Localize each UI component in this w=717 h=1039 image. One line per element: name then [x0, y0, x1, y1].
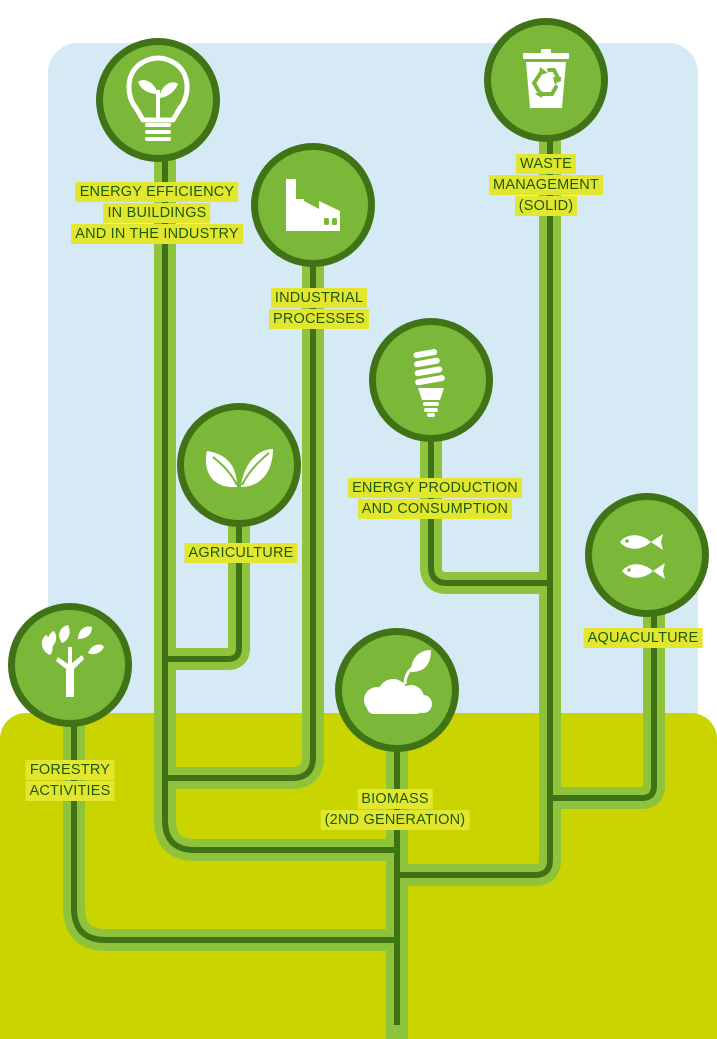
recycle-bin-icon [523, 49, 569, 108]
industrial-processes-label: INDUSTRIAL PROCESSES [268, 288, 370, 330]
industrial-processes-label-line: PROCESSES [268, 309, 370, 329]
waste-management-label-line: WASTE [515, 154, 577, 174]
agriculture-node [177, 403, 301, 527]
industrial-processes-node [251, 143, 375, 267]
waste-management-label-line: MANAGEMENT [489, 175, 603, 195]
aquaculture-label-line: AQUACULTURE [583, 628, 703, 648]
fish-icon [620, 534, 665, 579]
biomass-label-line: (2ND GENERATION) [320, 810, 470, 830]
forestry-activities-label: FORESTRY ACTIVITIES [25, 760, 115, 802]
biomass-cloud-icon [364, 650, 432, 714]
energy-production-label: ENERGY PRODUCTION AND CONSUMPTION [348, 478, 522, 520]
cfl-bulb-icon [413, 349, 445, 417]
energy-efficiency-label-line: ENERGY EFFICIENCY [75, 182, 239, 202]
aquaculture-label: AQUACULTURE [583, 628, 703, 649]
branch-pipes-inner [71, 105, 657, 1025]
tree-icon [41, 625, 104, 697]
waste-management-node [484, 18, 608, 142]
energy-efficiency-node [96, 38, 220, 162]
biomass-node [335, 628, 459, 752]
factory-icon [286, 179, 340, 231]
energy-efficiency-label-line: IN BUILDINGS [103, 203, 211, 223]
waste-management-label: WASTE MANAGEMENT (SOLID) [489, 154, 603, 217]
energy-efficiency-label: ENERGY EFFICIENCY IN BUILDINGS AND IN TH… [71, 182, 243, 245]
biomass-label-line: BIOMASS [357, 789, 433, 809]
waste-management-label-line: (SOLID) [514, 196, 578, 216]
energy-production-node [369, 318, 493, 442]
agriculture-label-line: AGRICULTURE [184, 543, 298, 563]
leaves-icon [205, 449, 273, 488]
energy-production-label-line: ENERGY PRODUCTION [348, 478, 522, 498]
forestry-activities-label-line: ACTIVITIES [25, 781, 115, 801]
energy-efficiency-label-line: AND IN THE INDUSTRY [71, 224, 243, 244]
biomass-label: BIOMASS (2ND GENERATION) [320, 789, 470, 831]
industrial-processes-label-line: INDUSTRIAL [270, 288, 368, 308]
forestry-activities-label-line: FORESTRY [25, 760, 115, 780]
forestry-activities-node [8, 603, 132, 727]
lightbulb-sprout-icon [126, 55, 190, 141]
aquaculture-node [585, 493, 709, 617]
energy-production-label-line: AND CONSUMPTION [357, 499, 513, 519]
agriculture-label: AGRICULTURE [184, 543, 298, 564]
